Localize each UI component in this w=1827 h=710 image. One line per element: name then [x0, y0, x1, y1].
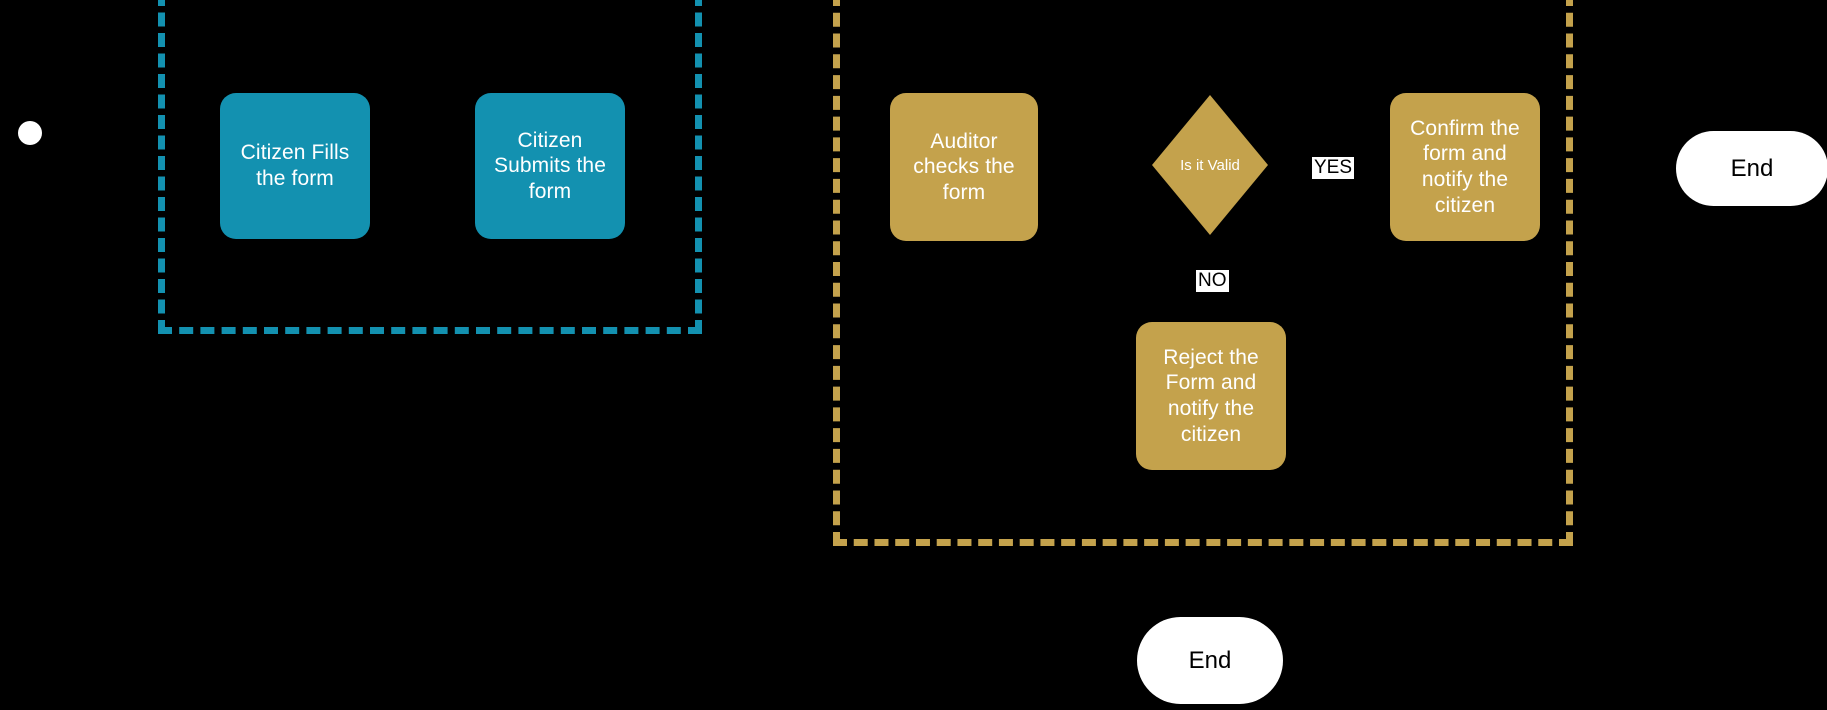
node-reject-the-form-and-notify-the-citizen[interactable]: Reject the Form and notify the citizen	[1136, 322, 1286, 470]
decision-label: Is it Valid	[1180, 156, 1240, 174]
node-citizen-submits-the-form[interactable]: Citizen Submits the form	[475, 93, 625, 239]
node-citizen-fills-the-form[interactable]: Citizen Fills the form	[220, 93, 370, 239]
node-confirm-the-form-and-notify-the-citizen[interactable]: Confirm the form and notify the citizen	[1390, 93, 1540, 241]
node-end-right[interactable]: End	[1676, 131, 1827, 206]
citizen-lane-container	[158, 0, 702, 334]
edge-label-yes: YES	[1312, 157, 1355, 179]
node-is-it-valid-decision[interactable]: Is it Valid	[1152, 95, 1268, 235]
auditor-lane-container	[833, 0, 1573, 546]
node-auditor-checks-the-form[interactable]: Auditor checks the form	[890, 93, 1038, 241]
start-node-icon[interactable]	[18, 121, 42, 145]
edge-label-no: NO	[1196, 270, 1229, 292]
node-end-bottom[interactable]: End	[1137, 617, 1283, 704]
